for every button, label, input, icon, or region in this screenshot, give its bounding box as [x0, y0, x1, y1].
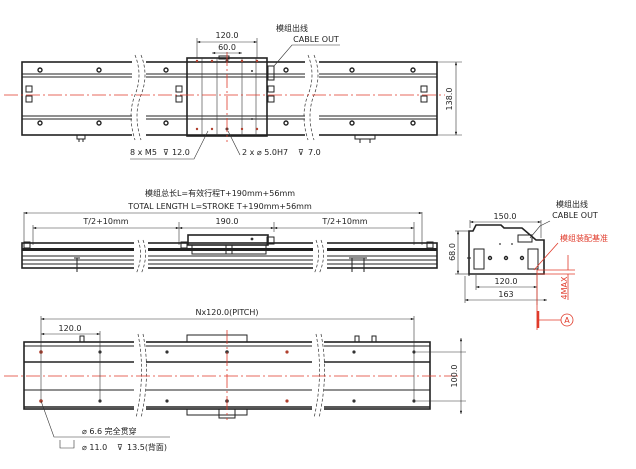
- end-view: 150.0 模组出线 CABLE OUT 模组装配基准 68.0 120.0 1…: [448, 199, 608, 330]
- pin-callout: 2 x ⌀ 5.0H7: [242, 148, 288, 157]
- dim-first-pitch: 120.0: [59, 324, 82, 333]
- dim-right-stroke: T/2+10mm: [321, 217, 367, 226]
- hole-callout: ⌀ 6.6 完全贯穿: [82, 426, 137, 436]
- datum-label: A: [564, 316, 570, 325]
- dim-left-stroke: T/2+10mm: [82, 217, 128, 226]
- dim-pitch: Nx120.0(PITCH): [195, 308, 258, 317]
- dim-carriage-length: 190.0: [216, 217, 239, 226]
- dim-hole-pitch: 60.0: [218, 43, 236, 52]
- depth-symbol: ⊽: [298, 148, 304, 157]
- carriage: [186, 55, 275, 137]
- pin-depth: 7.0: [308, 148, 321, 157]
- bottom-view: Nx120.0(PITCH) 120.0 100.0 ⌀ 6.6 完全贯穿 ⌀ …: [4, 308, 466, 452]
- dim-height-138: 138.0: [445, 88, 454, 111]
- end-dim-base: 120.0: [495, 277, 518, 286]
- thread-depth: 12.0: [172, 148, 190, 157]
- assembly-reference-label: 模组装配基准: [560, 233, 608, 243]
- end-dim-4max: 4MAX: [560, 276, 569, 299]
- depth-symbol: ⊽: [163, 148, 169, 157]
- dim-carriage-width: 120.0: [216, 31, 239, 40]
- end-dim-top: 150.0: [494, 212, 517, 221]
- rail-mount-holes: [37, 67, 416, 126]
- datum-a-symbol: [560, 313, 574, 327]
- dim-height-100: 100.0: [450, 365, 459, 388]
- total-length-en: TOTAL LENGTH L=STROKE T+190mm+56mm: [127, 202, 312, 211]
- end-dim-height: 68.0: [448, 243, 457, 261]
- end-dim-overall: 163: [498, 290, 513, 299]
- carriage-side: [187, 234, 269, 246]
- counterbore-callout: ⌀ 11.0: [82, 443, 107, 452]
- total-length-cn: 模组总长L=有效行程T+190mm+56mm: [145, 188, 295, 198]
- end-cable-out-cn: 模组出线: [556, 199, 588, 209]
- side-view: 模组总长L=有效行程T+190mm+56mm TOTAL LENGTH L=ST…: [21, 188, 438, 275]
- top-view: 120.0 60.0 模组出线 CABLE OUT 138.0 8 x M5 ⊽…: [4, 23, 462, 160]
- depth-symbol: ⊽: [117, 443, 123, 452]
- counterbore-depth: 13.5(背面): [127, 442, 167, 452]
- rail-outline: [21, 61, 438, 136]
- end-cable-out-en: CABLE OUT: [552, 211, 598, 220]
- counterbore-symbol: [59, 440, 75, 449]
- cable-out-label-en: CABLE OUT: [293, 35, 339, 44]
- thread-callout: 8 x M5: [130, 148, 157, 157]
- cable-out-label-cn: 模组出线: [276, 23, 308, 33]
